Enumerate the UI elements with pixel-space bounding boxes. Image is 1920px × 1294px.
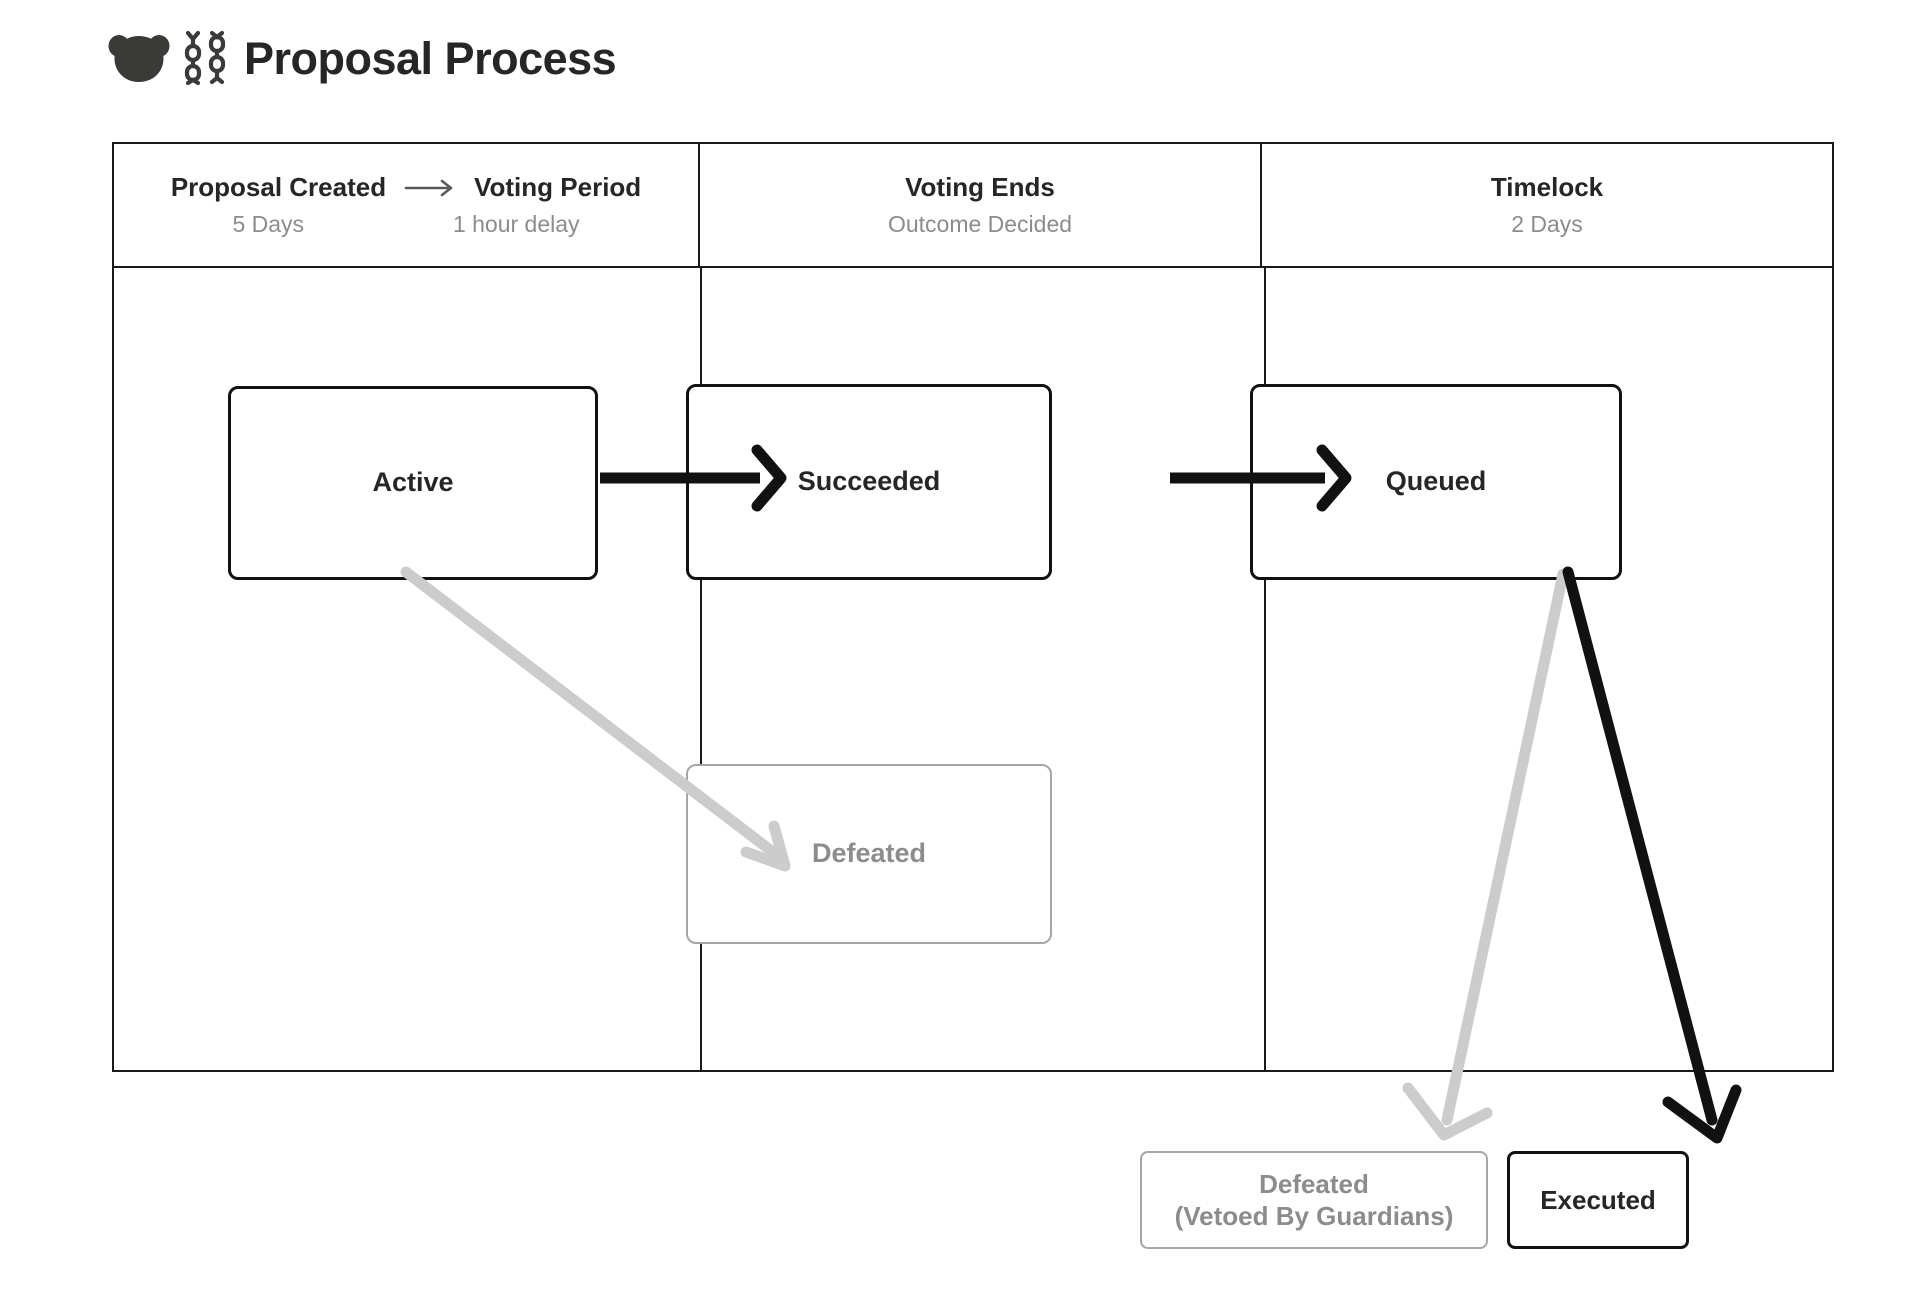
arrow-right-icon	[404, 179, 456, 197]
proposal-process-diagram: Proposal Created Voting Period 5 Days 1 …	[112, 142, 1834, 1072]
state-box-executed[interactable]: Executed	[1507, 1151, 1689, 1249]
state-box-defeated-vetoed[interactable]: Defeated (Vetoed By Guardians)	[1140, 1151, 1488, 1249]
column-subtitle-outcome-decided: Outcome Decided	[887, 211, 1073, 237]
state-label-succeeded: Succeeded	[797, 466, 941, 497]
column-subtitle-2-days: 2 Days	[1511, 211, 1583, 237]
column-title-voting-period: Voting Period	[474, 172, 642, 202]
column-header-band: Proposal Created Voting Period 5 Days 1 …	[114, 144, 1832, 268]
column-header-timelock: Timelock 2 Days	[1262, 144, 1832, 266]
state-label-line-2: (Vetoed By Guardians)	[1174, 1201, 1454, 1231]
column-subtitle-5-days: 5 Days	[232, 211, 305, 237]
state-label-line-1: Defeated	[1259, 1168, 1369, 1199]
page-header: Proposal Process	[108, 22, 617, 94]
column-divider-2	[1264, 268, 1266, 1070]
bear-head-icon	[108, 32, 170, 84]
state-label-defeated-vetoed: Defeated (Vetoed By Guardians)	[1175, 1168, 1454, 1233]
state-label-active: Active	[372, 467, 454, 498]
state-box-active[interactable]: Active	[228, 386, 598, 580]
column-title-proposal-created: Proposal Created	[170, 172, 387, 202]
page-title: Proposal Process	[244, 32, 617, 84]
state-label-executed: Executed	[1540, 1184, 1656, 1215]
column-subtitle-1-hour-delay: 1 hour delay	[452, 211, 580, 237]
column-header-voting-period: Proposal Created Voting Period 5 Days 1 …	[114, 144, 700, 266]
state-label-defeated: Defeated	[811, 838, 927, 869]
state-box-succeeded[interactable]: Succeeded	[686, 384, 1052, 580]
chain-links-icon	[180, 30, 230, 86]
column-title-voting-ends: Voting Ends	[905, 172, 1055, 202]
column-title-row: Proposal Created Voting Period	[171, 172, 641, 203]
column-subtitle-row: 5 Days 1 hour delay	[114, 211, 698, 238]
column-header-voting-ends: Voting Ends Outcome Decided	[700, 144, 1262, 266]
state-box-defeated[interactable]: Defeated	[686, 764, 1052, 944]
state-label-queued: Queued	[1385, 466, 1487, 497]
column-title-timelock: Timelock	[1490, 172, 1604, 202]
logo-group	[108, 30, 230, 86]
state-box-queued[interactable]: Queued	[1250, 384, 1622, 580]
